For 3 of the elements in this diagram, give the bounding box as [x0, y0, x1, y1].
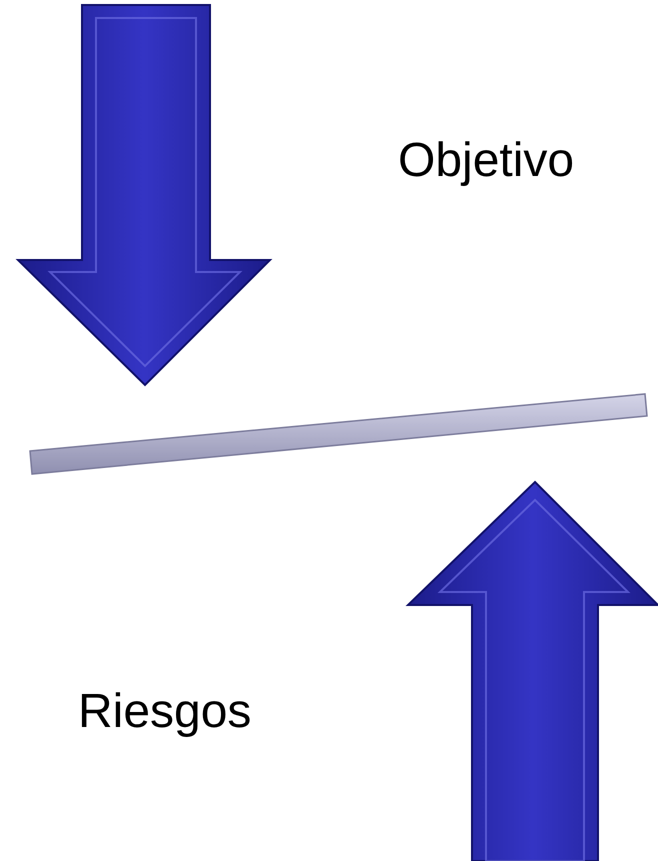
label-text: Objetivo: [398, 137, 574, 185]
balance-bar: [29, 393, 648, 475]
label-text: Riesgos: [78, 688, 252, 736]
